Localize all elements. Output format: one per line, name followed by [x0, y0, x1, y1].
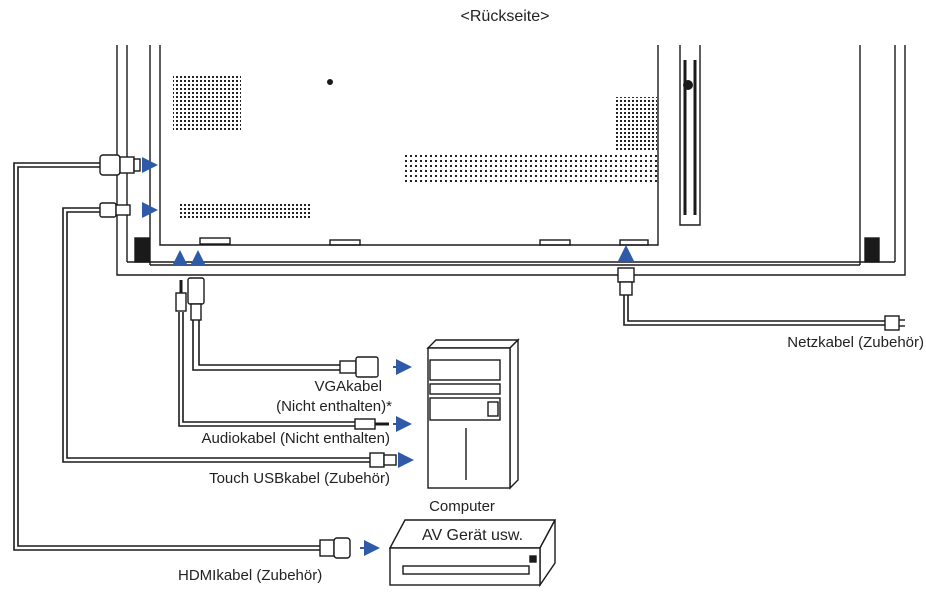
power-cable-label: Netzkabel (Zubehör) — [787, 334, 924, 351]
audio-cable-label: Audiokabel (Nicht enthalten) — [201, 430, 390, 447]
usb-plug-icon — [369, 452, 397, 468]
vent-grille — [173, 75, 241, 130]
computer-icon — [426, 338, 520, 490]
connection-arrows — [142, 157, 634, 556]
av-device-label: AV Gerät usw. — [421, 527, 524, 544]
vga-plug-icon — [187, 277, 205, 321]
vent-grille — [402, 152, 658, 182]
hdmi-plug-icon — [99, 154, 141, 176]
computer-label: Computer — [429, 498, 495, 515]
hdmi-cable-label: HDMIkabel (Zubehör) — [178, 567, 323, 584]
vga-cable-label: VGAkabel — [314, 378, 382, 395]
monitor-rear-panel — [116, 45, 906, 276]
vga-plug-icon — [339, 356, 379, 378]
av-device-icon — [388, 519, 557, 588]
page-title: <Rückseite> — [460, 8, 550, 25]
audio-jack-icon — [354, 418, 389, 430]
vga-cable-note: (Nicht enthalten)* — [276, 398, 392, 415]
hdmi-plug-icon — [319, 537, 351, 559]
button — [683, 80, 693, 90]
cables — [13, 162, 885, 551]
vent-grille — [180, 202, 312, 220]
screw — [327, 79, 333, 85]
power-plug-icon — [617, 267, 635, 296]
vent-grille — [615, 97, 657, 152]
usb-plug-icon — [99, 202, 131, 218]
touch-usb-cable-label: Touch USBkabel (Zubehör) — [209, 470, 390, 487]
power-plug-icon — [884, 315, 905, 331]
audio-jack-icon — [175, 280, 187, 312]
